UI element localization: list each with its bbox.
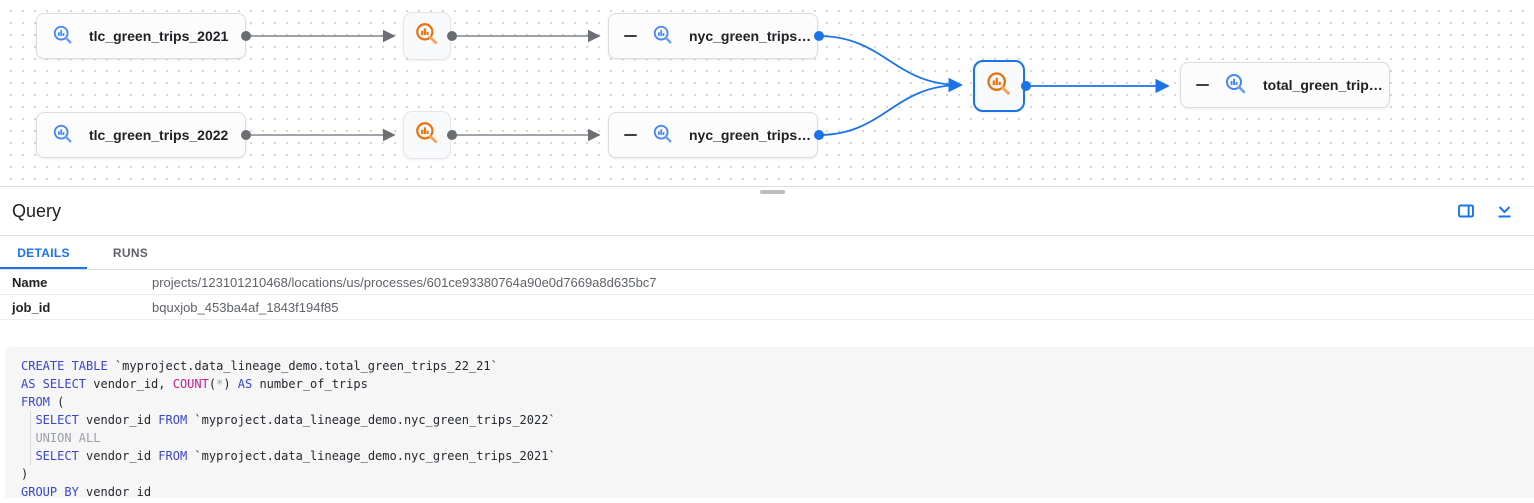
node-label: total_green_trip… — [1263, 77, 1383, 93]
node-total-green-trips[interactable]: total_green_trip… — [1180, 62, 1390, 108]
query-search-icon — [414, 21, 440, 52]
detail-value: bquxjob_453ba4af_1843f194f85 — [152, 299, 339, 315]
table-search-icon — [652, 123, 674, 148]
panel-resize-handle[interactable] — [760, 190, 785, 194]
node-nyc-green-trips-1[interactable]: nyc_green_trips… — [608, 13, 818, 59]
query-search-icon — [985, 70, 1013, 103]
indent-guide — [30, 411, 31, 465]
split-view-icon[interactable] — [1456, 202, 1476, 220]
node-tlc-green-trips-2021[interactable]: tlc_green_trips_2021 — [36, 13, 246, 59]
collapse-minus-icon[interactable] — [1196, 84, 1209, 86]
node-query-process-selected[interactable] — [973, 60, 1025, 112]
panel-tabs: DETAILS RUNS — [0, 236, 1534, 270]
panel-header: Query — [0, 187, 1534, 236]
node-label: tlc_green_trips_2021 — [89, 28, 229, 44]
detail-label: Name — [12, 274, 48, 290]
node-nyc-green-trips-2[interactable]: nyc_green_trips… — [608, 112, 818, 158]
node-label: tlc_green_trips_2022 — [89, 127, 229, 143]
collapse-minus-icon[interactable] — [624, 134, 637, 136]
detail-label: job_id — [12, 299, 51, 315]
panel-title: Query — [12, 200, 62, 221]
table-search-icon — [52, 123, 74, 148]
query-details-panel: Query DETAILS RUNS Name projects/1231012… — [0, 187, 1534, 498]
node-query-process-2[interactable] — [403, 111, 451, 159]
lineage-graph-canvas[interactable]: tlc_green_trips_2021 tlc_green_trips_202… — [0, 0, 1534, 187]
tab-details[interactable]: DETAILS — [0, 236, 87, 269]
table-search-icon — [1224, 72, 1248, 99]
table-search-icon — [52, 24, 74, 49]
detail-row-job-id: job_id bquxjob_453ba4af_1843f194f85 — [0, 295, 1534, 320]
node-label: nyc_green_trips… — [689, 127, 812, 143]
node-tlc-green-trips-2022[interactable]: tlc_green_trips_2022 — [36, 112, 246, 158]
detail-value: projects/123101210468/locations/us/proce… — [152, 274, 657, 290]
detail-row-name: Name projects/123101210468/locations/us/… — [0, 270, 1534, 295]
table-search-icon — [652, 24, 674, 49]
query-search-icon — [414, 120, 440, 151]
sql-code: CREATE TABLE `myproject.data_lineage_dem… — [21, 359, 556, 498]
sql-code-block: CREATE TABLE `myproject.data_lineage_dem… — [5, 347, 1534, 498]
tab-runs[interactable]: RUNS — [87, 236, 174, 269]
collapse-panel-icon[interactable] — [1495, 203, 1514, 220]
node-label: nyc_green_trips… — [689, 28, 812, 44]
collapse-minus-icon[interactable] — [624, 35, 637, 37]
node-query-process-1[interactable] — [403, 12, 451, 60]
